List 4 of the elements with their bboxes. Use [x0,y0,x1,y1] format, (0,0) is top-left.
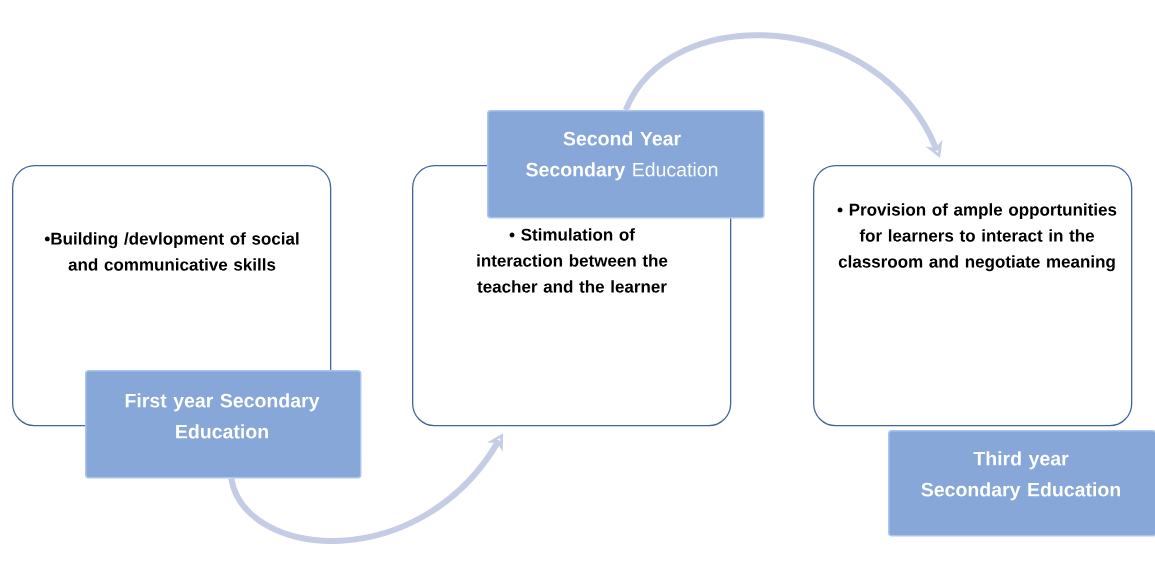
stage-label: First year Secondary Education [85,370,362,479]
stage-label: Second Year Secondary Education [487,110,765,219]
stage-label: Third year Secondary Education [888,430,1155,537]
stage-card: • Provision of ample opportunities for learners to interact in the classroom and negotiate meaning [813,165,1133,427]
